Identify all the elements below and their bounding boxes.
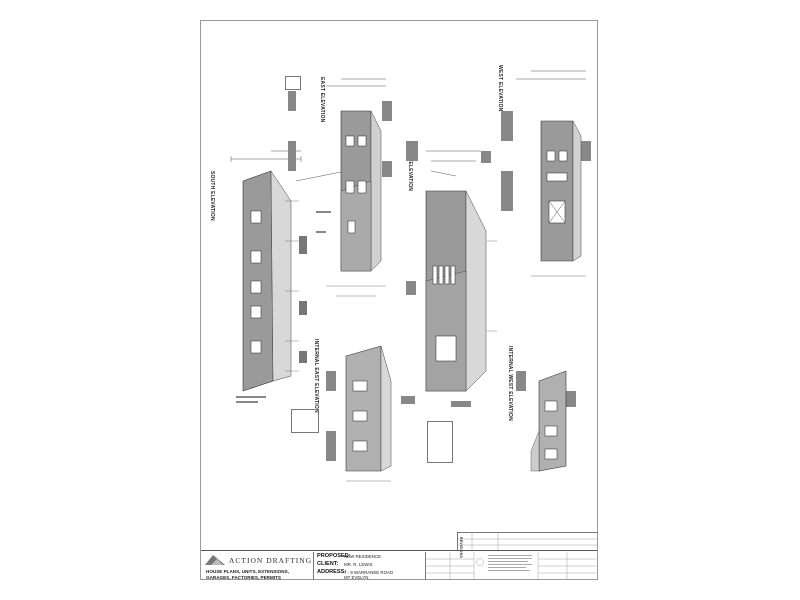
south-elevation-label: SOUTH ELEVATION xyxy=(209,171,215,221)
north-elevation-drawing xyxy=(401,131,501,421)
east-elevation-drawing xyxy=(286,71,396,311)
west-elevation-label: WEST ELEVATION xyxy=(497,65,503,112)
south-elevation-drawing xyxy=(221,141,311,411)
internal-east-elevation-drawing xyxy=(321,341,411,491)
west-elevation-drawing xyxy=(501,61,596,291)
address-label: ADDRESS: xyxy=(317,569,347,575)
internal-west-elevation-label: INTERNAL WEST ELEVATION xyxy=(507,346,513,421)
note-box xyxy=(291,409,319,433)
address-line-1: 7 - 9 WARRANEE ROAD xyxy=(344,570,394,575)
client-label: CLIENT: xyxy=(317,561,339,567)
north-elevation-label: NORTH ELEVATION xyxy=(407,141,413,192)
drawing-sheet: SOUTH ELEVATION EAST ELEVATION NORTH ELE… xyxy=(200,20,598,580)
address-line-2: MT EVELYN xyxy=(344,575,369,580)
client-value: MR. R. LEWIS xyxy=(344,562,373,567)
title-block: ACTION DRAFTING HOUSE PLANS, UNITS, EXTE… xyxy=(201,550,597,581)
drawing-info-panel xyxy=(425,552,596,580)
project-fields: PROPOSED: NEW RESIDENCE CLIENT: MR. R. L… xyxy=(313,552,424,580)
east-elevation-label: EAST ELEVATION xyxy=(319,77,325,123)
services-line-2: GARAGES, FACTORIES, PERMITS xyxy=(206,575,281,580)
note-box xyxy=(427,421,453,463)
note-box xyxy=(285,76,301,90)
revisions-label: REVISIONS xyxy=(459,537,463,558)
company-logo: ACTION DRAFTING HOUSE PLANS, UNITS, EXTE… xyxy=(203,553,313,580)
proposed-value: NEW RESIDENCE xyxy=(344,554,382,559)
proposed-label: PROPOSED: xyxy=(317,553,351,559)
internal-west-elevation-drawing xyxy=(511,351,591,491)
brand-name: ACTION DRAFTING xyxy=(229,556,313,565)
services-line-1: HOUSE PLANS, UNITS, EXTENSIONS, xyxy=(206,569,289,574)
revisions-table xyxy=(457,532,598,551)
internal-east-elevation-label: INTERNAL EAST ELEVATION xyxy=(313,339,319,413)
